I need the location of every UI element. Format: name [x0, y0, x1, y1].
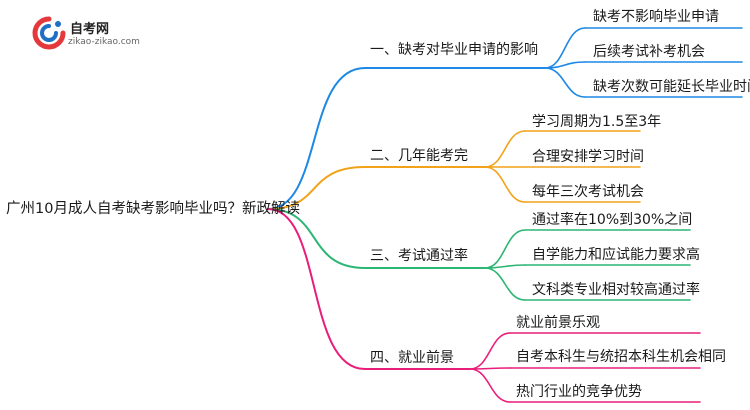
branch-3-label: 三、考试通过率 — [370, 248, 468, 264]
branch-2-child-1-link — [484, 130, 526, 168]
branch-2-child-3: 每年三次考试机会 — [532, 184, 644, 200]
branch-3-child-2: 自学能力和应试能力要求高 — [532, 247, 700, 263]
branch-2-child-1: 学习周期为1.5至3年 — [532, 114, 662, 130]
branch-1-child-1-link — [544, 27, 586, 69]
branch-4-child-3: 热门行业的竞争优势 — [516, 384, 642, 400]
branch-1-child-2-link — [544, 61, 586, 69]
branch-1-child-3: 缺考次数可能延长毕业时间 — [593, 79, 750, 95]
logo-title: 自考网 — [70, 22, 110, 37]
branch-2-child-3-link — [484, 166, 526, 203]
branch-4-child-3-link — [469, 368, 511, 403]
branch-1-child-1: 缺考不影响毕业申请 — [593, 9, 719, 25]
branch-4-label: 四、就业前景 — [370, 350, 454, 366]
logo-url: zikao-zikao.com — [68, 37, 140, 47]
branch-1-child-3-link — [544, 67, 586, 98]
branch-1-label: 一、缺考对毕业申请的影响 — [370, 42, 538, 58]
branch-1-link — [267, 67, 366, 210]
branch-4-child-1-link — [469, 332, 511, 370]
branch-2-label: 二、几年能考完 — [370, 148, 468, 164]
branch-3-child-3-link — [484, 267, 526, 301]
logo-icon — [32, 16, 66, 50]
branch-3-child-3: 文科类专业相对较高通过率 — [532, 282, 700, 298]
branch-4-child-2: 自考本科生与统招本科生机会相同 — [516, 349, 726, 365]
site-logo: 自考网 zikao-zikao.com — [32, 16, 152, 52]
root-topic: 广州10月成人自考缺考影响毕业吗？新政解读 — [6, 201, 300, 217]
branch-4-link — [267, 208, 366, 370]
branch-3-link — [267, 208, 366, 269]
branch-1-child-2: 后续考试补考机会 — [593, 44, 705, 60]
branch-2-child-2: 合理安排学习时间 — [532, 149, 644, 165]
branch-2-link — [267, 166, 366, 210]
branch-4-child-1: 就业前景乐观 — [516, 315, 600, 331]
branch-3-child-1-link — [484, 229, 526, 269]
branch-3-child-1: 通过率在10%到30%之间 — [532, 212, 693, 228]
